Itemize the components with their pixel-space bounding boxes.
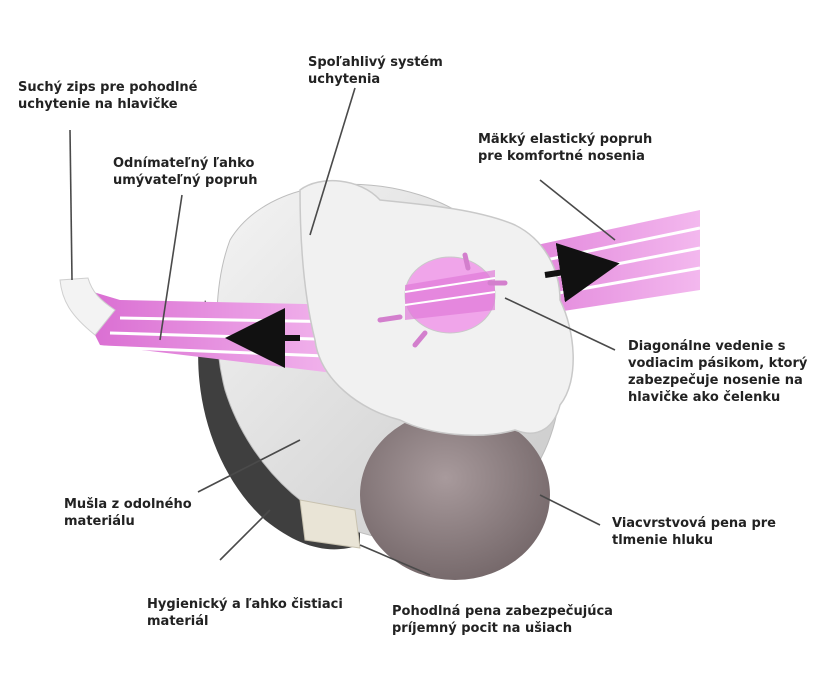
arrow-right [544,242,620,303]
label-elastic-strap-line2: pre komfortné nosenia [478,149,645,164]
label-comfort-foam-line1: Pohodlná pena zabezpečujúca [392,604,613,619]
label-removable-strap: Odnímateľný ľahko umývateľný popruh [113,155,258,189]
label-diagonal-guide-line4: hlavičke ako čelenku [628,390,781,405]
label-multilayer-foam-line2: tlmenie hluku [612,533,713,548]
label-hygienic-material-line1: Hygienický a ľahko čistiaci [147,597,343,612]
label-diagonal-guide-line1: Diagonálne vedenie s [628,339,786,354]
label-velcro-line1: Suchý zips pre pohodlné [18,80,198,95]
label-multilayer-foam: Viacvrstvová pena pre tlmenie hluku [612,515,776,549]
foam-cushion [360,410,550,580]
label-diagonal-guide-line2: vodiacim pásikom, ktorý [628,356,808,371]
label-elastic-strap: Mäkký elastický popruh pre komfortné nos… [478,131,652,165]
label-diagonal-guide-line3: zabezpečuje nosenie na [628,373,803,388]
velcro-end [59,277,116,336]
label-hygienic-material: Hygienický a ľahko čistiaci materiál [147,596,343,630]
label-attachment-system: Spoľahlivý systém uchytenia [308,54,443,88]
label-attachment-system-line2: uchytenia [308,72,381,87]
label-shell-line2: materiálu [64,514,135,529]
label-comfort-foam-line2: príjemný pocit na ušiach [392,621,573,636]
plate-markers [377,252,508,348]
leader-lines [69,87,616,576]
label-hygienic-material-line2: materiál [147,614,209,629]
label-shell: Mušla z odolného materiálu [64,496,192,530]
label-diagonal-guide: Diagonálne vedenie s vodiacim pásikom, k… [628,338,807,406]
label-elastic-strap-line1: Mäkký elastický popruh [478,132,653,147]
hygienic-base [299,499,361,549]
label-multilayer-foam-line1: Viacvrstvová pena pre [612,516,776,531]
label-comfort-foam: Pohodlná pena zabezpečujúca príjemný poc… [392,603,613,637]
label-attachment-system-line1: Spoľahlivý systém [308,55,443,70]
label-velcro: Suchý zips pre pohodlné uchytenie na hla… [18,79,198,113]
label-removable-strap-line1: Odnímateľný ľahko [113,156,255,171]
label-removable-strap-line2: umývateľný popruh [113,173,258,188]
label-shell-line1: Mušla z odolného [64,497,192,512]
label-velcro-line2: uchytenie na hlavičke [18,97,178,112]
